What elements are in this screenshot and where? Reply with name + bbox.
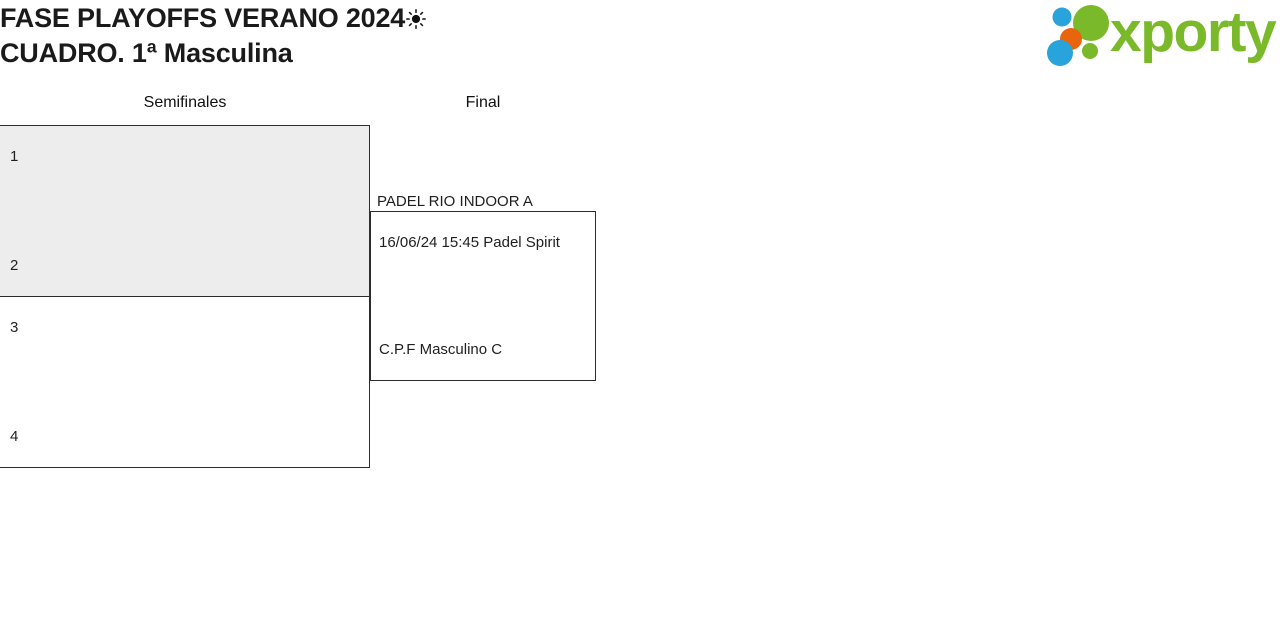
round-header-final: Final: [465, 94, 501, 111]
title-line-primary: FASE PLAYOFFS VERANO 2024: [0, 2, 427, 37]
match-final-slot-bottom[interactable]: C.P.F Masculino C: [379, 341, 503, 358]
tournament-bracket: Semifinales Final 1 2 3 4 PADEL RIO INDO…: [0, 94, 700, 468]
match-final[interactable]: 16/06/24 15:45 Padel Spirit C.P.F Mascul…: [370, 211, 596, 381]
match-final-slot-top[interactable]: 16/06/24 15:45 Padel Spirit: [379, 234, 560, 251]
match-semifinal-1-slot-top[interactable]: 1: [10, 148, 19, 165]
xporty-logo: xporty: [1046, 0, 1277, 66]
logo-wordmark: xporty: [1110, 0, 1277, 64]
bracket-body: 1 2 3 4 PADEL RIO INDOOR A C.P.F Masculi…: [0, 125, 700, 470]
round-header-semifinales: Semifinales: [143, 94, 227, 111]
title-text-line-1: FASE PLAYOFFS VERANO 2024: [0, 3, 406, 33]
match-semifinal-2-slot-top[interactable]: 3: [10, 319, 19, 336]
bracket-round-headers: Semifinales Final: [0, 94, 700, 122]
title-line-secondary: CUADRO. 1ª Masculina: [0, 38, 293, 68]
sun-icon: [406, 4, 427, 37]
semifinal-1-winner-label: PADEL RIO INDOOR A: [377, 193, 533, 210]
match-semifinal-1[interactable]: 1 2: [0, 125, 370, 297]
page-header: FASE PLAYOFFS VERANO 2024 CUADRO. 1ª Mas…: [0, 0, 1280, 88]
match-semifinal-2-slot-bottom[interactable]: 4: [10, 428, 19, 445]
match-semifinal-1-slot-bottom[interactable]: 2: [10, 257, 19, 274]
logo-dots-icon: [1047, 5, 1109, 66]
match-semifinal-2[interactable]: 3 4: [0, 296, 370, 468]
page-title: FASE PLAYOFFS VERANO 2024 CUADRO. 1ª Mas…: [0, 2, 427, 70]
